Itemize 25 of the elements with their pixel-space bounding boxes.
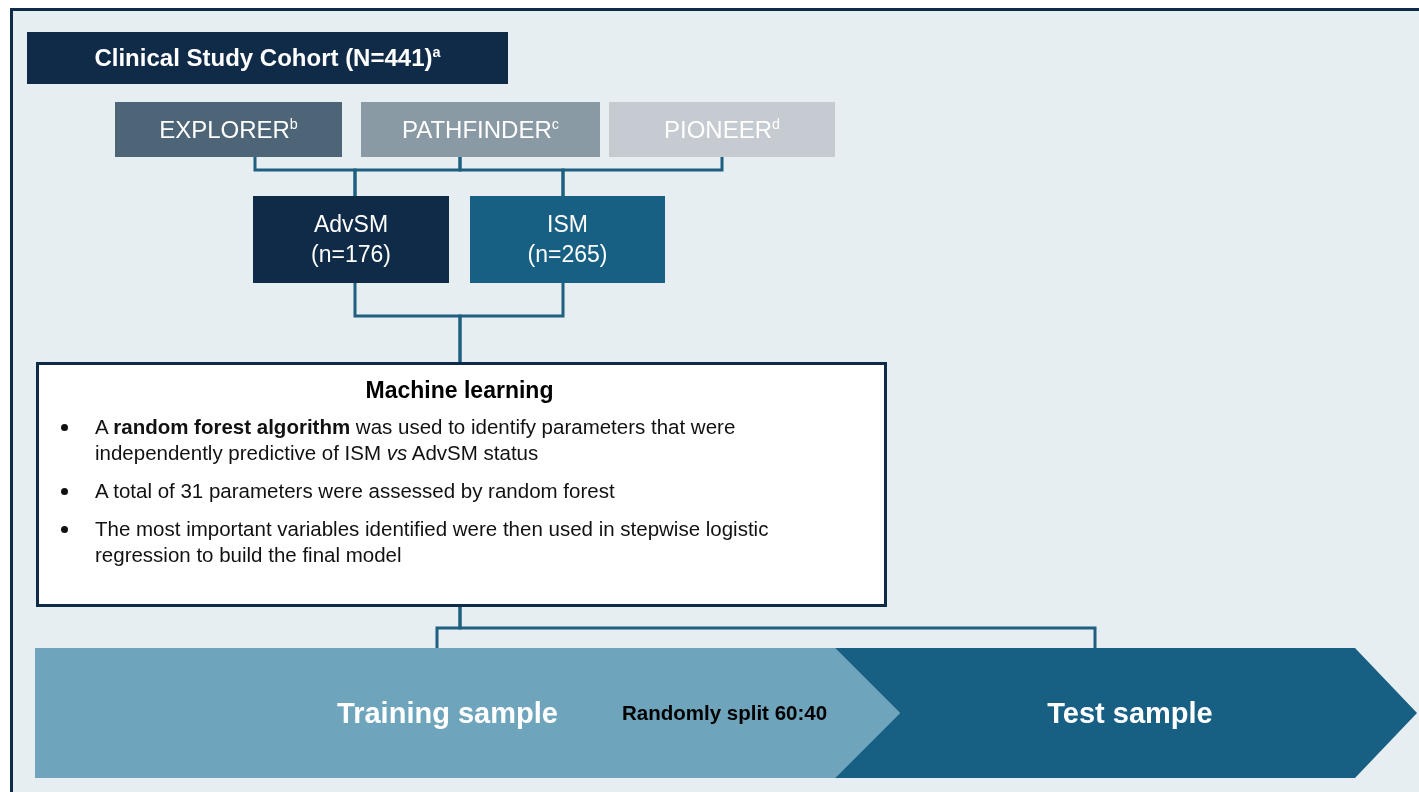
box-heading: Machine learning	[364, 377, 555, 404]
bullet-text: A random forest algorithm was used to identify parameters that were independently predictive of ISM vs AdvSM status	[95, 414, 737, 466]
box-text: ISM (n=265)	[526, 209, 609, 269]
sample-band	[835, 648, 1417, 778]
group-box	[470, 196, 665, 283]
group-box	[253, 196, 449, 283]
connector-line	[458, 607, 1097, 648]
split-label: Randomly split 60:40	[622, 701, 828, 725]
trial-box	[115, 102, 342, 157]
box-text: Clinical Study Cohort (N=441)$^{a}$	[94, 43, 441, 74]
method-box	[36, 362, 887, 607]
trial-box	[609, 102, 835, 157]
box-text: PIONEER$^{d}$	[663, 114, 780, 145]
connector-line	[561, 157, 724, 196]
box-text: AdvSM (n=176)	[310, 209, 392, 269]
bullet-text: A total of 31 parameters were assessed by random forest	[95, 478, 616, 504]
bullet-text: The most important variables identified were then used in stepwise logistic regression to build the final model	[95, 516, 770, 568]
connector-line	[458, 283, 565, 362]
box-text: PATHFINDER$^{c}$	[402, 114, 559, 145]
sample-band	[35, 648, 900, 778]
trial-box	[361, 102, 600, 157]
box-text: EXPLORER$^{b}$	[159, 114, 298, 145]
header-box	[27, 32, 508, 84]
chevron-label: Training sample	[337, 696, 558, 730]
chevron-label: Test sample	[1047, 696, 1213, 730]
